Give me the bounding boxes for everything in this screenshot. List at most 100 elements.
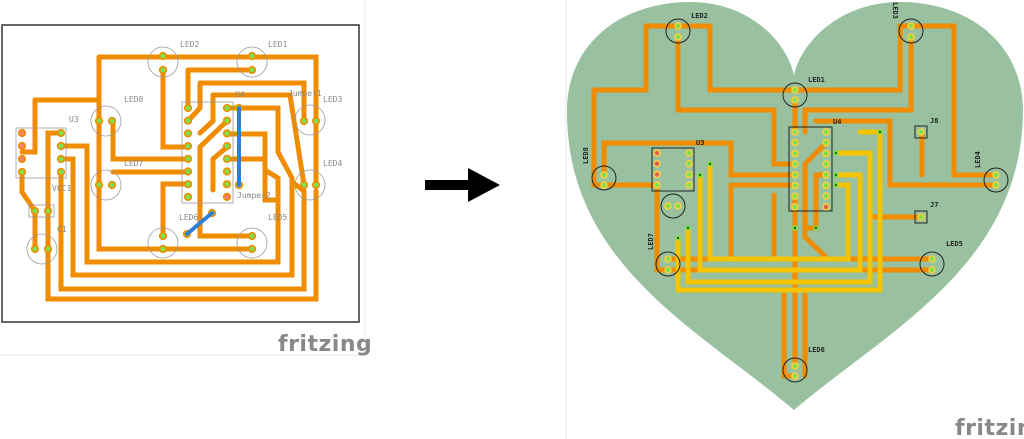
label-led4: LED4 <box>974 151 982 168</box>
led-outline <box>147 46 179 78</box>
pad-center <box>32 246 38 252</box>
led-outline <box>236 227 268 259</box>
bottom-trace <box>813 118 999 188</box>
pad-center <box>792 151 798 156</box>
pad-center <box>185 181 191 187</box>
label-u3: U3 <box>696 139 704 147</box>
pad-center <box>834 173 838 177</box>
pad-center <box>160 67 166 73</box>
pad-center <box>675 34 681 40</box>
pad-center <box>686 182 692 188</box>
pad-center <box>224 156 230 162</box>
label-led1: LED1 <box>268 40 287 49</box>
led-outline <box>294 169 326 201</box>
pad-center <box>792 129 798 135</box>
label-u4: U4 <box>833 118 841 126</box>
led-outline <box>919 251 945 277</box>
led-outline <box>782 82 808 108</box>
pad-center <box>185 105 191 111</box>
pad-center <box>665 267 671 273</box>
pad-center <box>993 172 999 178</box>
pad-center <box>675 203 681 209</box>
label-j7: J7 <box>930 201 938 209</box>
pad-center <box>654 161 660 166</box>
pad-center <box>58 169 64 175</box>
led-outline <box>983 167 1009 193</box>
pad-center <box>96 182 102 188</box>
pad-center <box>19 156 25 162</box>
pad-center <box>792 140 798 145</box>
pad-center <box>918 129 924 135</box>
bottom-trace <box>601 140 798 178</box>
pad-center <box>109 182 115 188</box>
bottom-trace <box>45 130 319 302</box>
top-trace <box>707 161 851 262</box>
label-u3: U3 <box>69 115 79 124</box>
led-outline <box>898 18 924 44</box>
pad-center <box>224 105 230 111</box>
pad-center <box>792 172 798 177</box>
pad-center <box>224 143 230 149</box>
label-led4: LED4 <box>323 159 342 168</box>
pad-center <box>686 226 690 230</box>
pad-center <box>224 169 230 174</box>
heart-pcb-panel: LED2 LED3 LED1 U4 J8 U3 LED8 LED4 J7 LED… <box>565 0 1024 439</box>
pad-center <box>224 130 230 136</box>
pad-center <box>185 118 191 124</box>
u3-outline <box>15 127 67 179</box>
pad-center <box>878 130 882 134</box>
pad-center <box>792 204 798 210</box>
label-jumper2: Jumper2 <box>237 191 271 200</box>
heart-components <box>591 18 1009 383</box>
label-led1: LED1 <box>808 76 825 84</box>
bottom-trace <box>210 92 307 188</box>
bottom-trace <box>58 105 295 278</box>
label-led7: LED7 <box>647 233 655 250</box>
bottom-trace <box>802 172 829 231</box>
bottom-trace <box>58 131 281 265</box>
led-outline <box>90 169 122 201</box>
u4-outline <box>181 101 234 204</box>
pad-center <box>185 130 191 136</box>
led-outline <box>147 227 179 259</box>
label-u4: U4 <box>235 90 245 99</box>
bottom-trace <box>160 67 191 150</box>
pad-center <box>793 226 797 230</box>
pad-center <box>160 246 166 252</box>
led-outline <box>591 165 617 191</box>
label-led2: LED2 <box>691 12 708 20</box>
bottom-trace <box>110 118 191 162</box>
pad-center <box>45 208 51 214</box>
label-led6: LED6 <box>808 346 825 354</box>
label-jumper1: Jumper1 <box>288 89 322 98</box>
pad-center <box>792 183 798 188</box>
pad-center <box>224 194 230 200</box>
pad-center <box>823 194 829 199</box>
pad-center <box>908 34 914 40</box>
pad-center <box>313 182 319 188</box>
top-trace <box>697 172 863 273</box>
pad-center <box>665 256 671 262</box>
pad-center <box>654 182 660 188</box>
pad-center <box>109 118 115 124</box>
bottom-trace <box>802 140 831 262</box>
pad-center <box>185 194 191 200</box>
label-led7: LED7 <box>124 159 143 168</box>
pad-center <box>249 53 255 59</box>
pad-center <box>993 182 999 188</box>
top-trace <box>685 150 873 285</box>
bottom-trace <box>675 34 798 167</box>
pad-center <box>45 246 51 252</box>
pad-center <box>32 208 38 214</box>
pad-center <box>929 267 935 273</box>
pad-center <box>686 172 692 177</box>
bottom-trace <box>197 118 255 239</box>
bottom-trace <box>224 156 281 203</box>
label-led3: LED3 <box>891 2 899 19</box>
pad-center <box>160 53 166 59</box>
top-trace <box>675 129 883 293</box>
pad-center <box>792 97 798 103</box>
right-arrow-icon <box>425 168 500 202</box>
pad-center <box>823 172 829 177</box>
bottom-trace <box>58 169 307 292</box>
